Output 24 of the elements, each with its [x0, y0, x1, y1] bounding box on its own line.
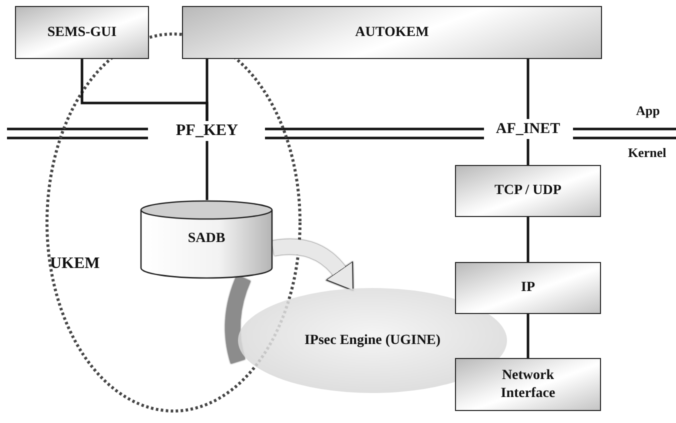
connector-line — [206, 59, 208, 121]
node-label: Network Interface — [500, 367, 556, 402]
protocol-layer-box — [455, 262, 601, 314]
connector-line — [526, 217, 530, 262]
application-box — [15, 6, 149, 59]
protocol-layer-box — [455, 165, 601, 217]
layer-label: App — [636, 103, 660, 119]
connector-line — [526, 139, 530, 165]
node-label: TCP / UDP — [494, 182, 562, 200]
connector-line — [206, 141, 208, 200]
connector-line — [526, 314, 530, 358]
layer-label: Kernel — [628, 145, 666, 161]
application-box — [182, 6, 602, 59]
node-label: PF_KEY — [176, 121, 238, 141]
node-label: IPsec Engine (UGINE) — [304, 332, 441, 350]
node-label: AUTOKEM — [355, 24, 429, 42]
node-label: SEMS-GUI — [46, 24, 118, 42]
node-label: AF_INET — [496, 120, 560, 138]
layer-label: UKEM — [50, 255, 100, 273]
database-cylinder — [140, 200, 273, 278]
node-label: IP — [520, 279, 536, 297]
node-label: SADB — [188, 230, 226, 248]
connector-line — [526, 59, 530, 119]
protocol-layer-box — [455, 358, 601, 411]
